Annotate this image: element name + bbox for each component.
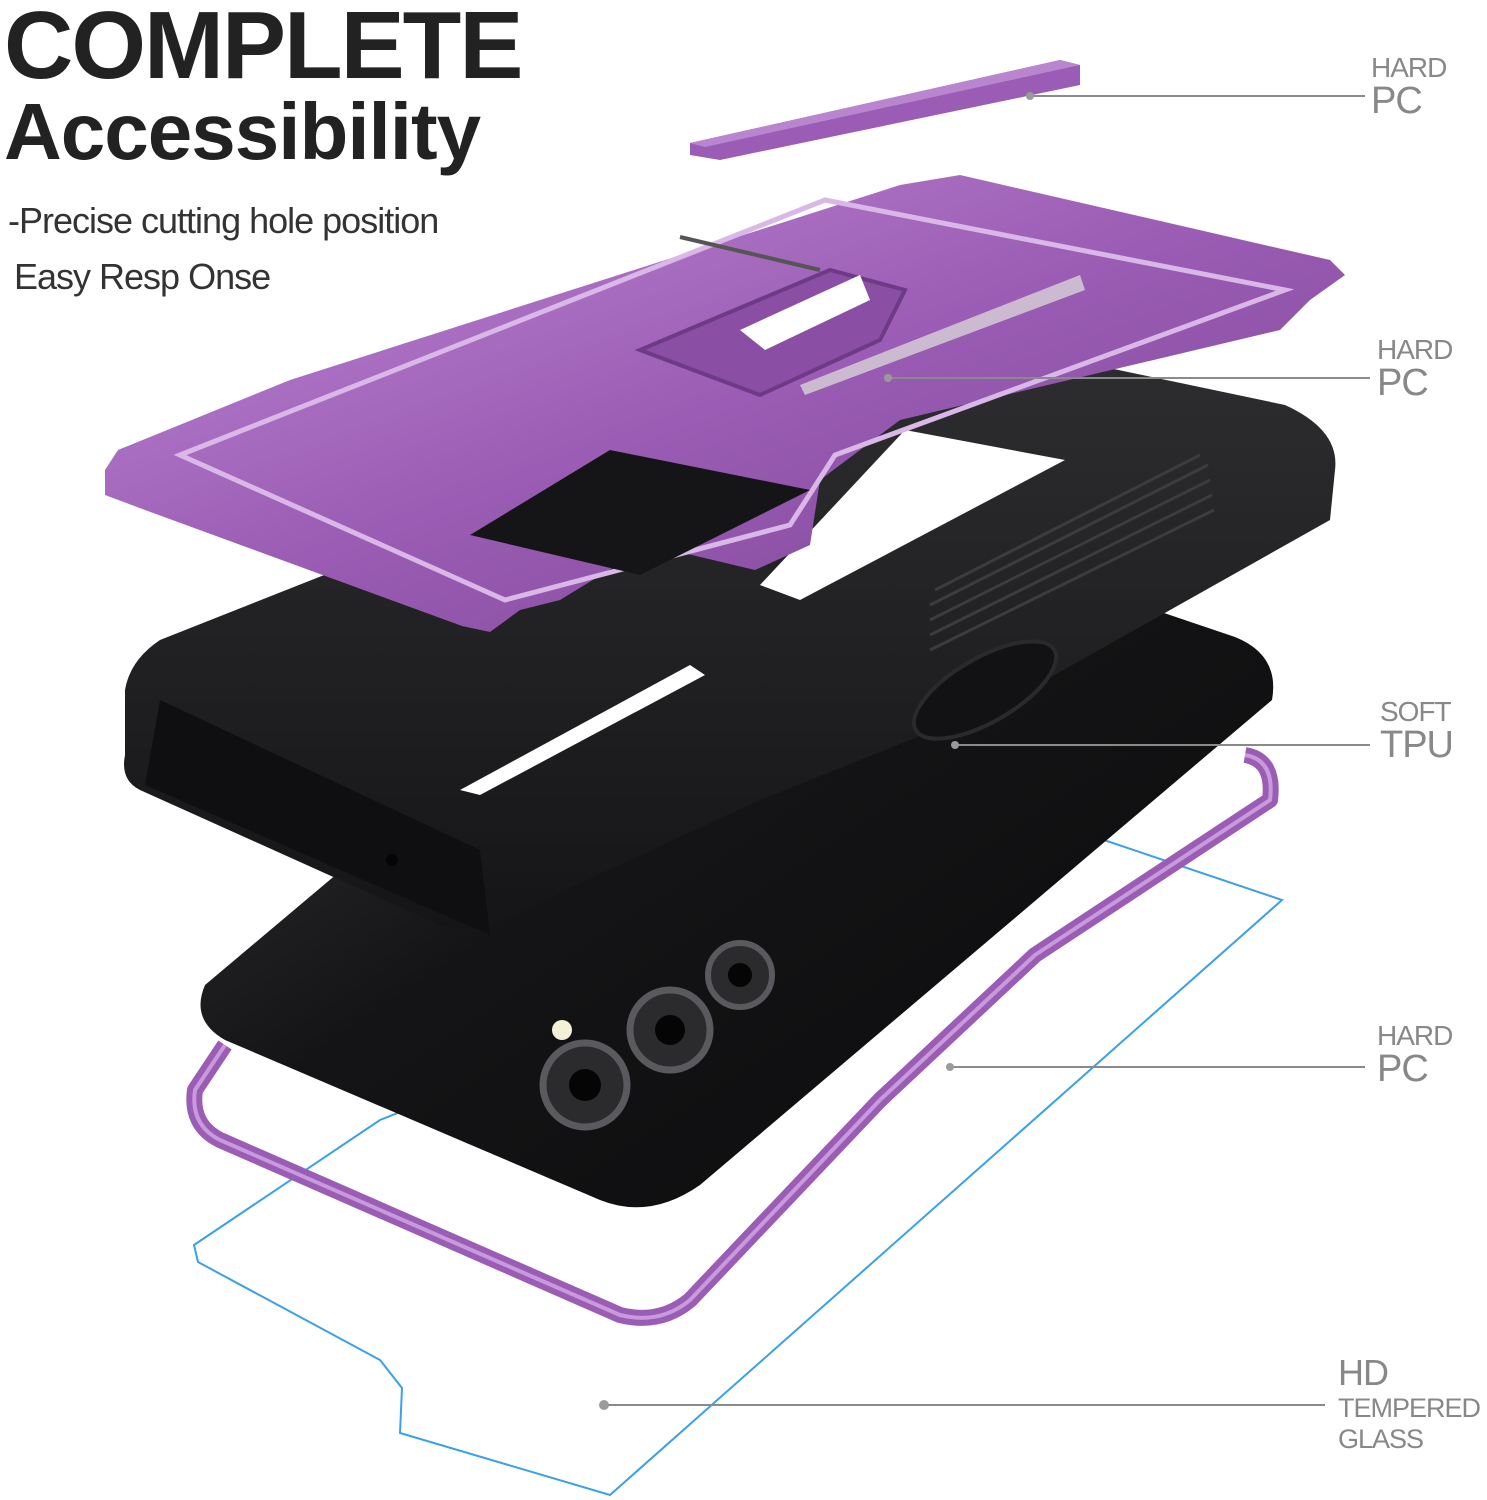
callout-label-bottom: PC [1377, 1048, 1429, 1090]
callout-label-bottom: TPU [1380, 724, 1454, 766]
headline-line-1: COMPLETE [4, 0, 523, 99]
hard-pc-shell [105, 175, 1345, 632]
callout-label-top: HARD [1371, 52, 1447, 83]
tpu-grip-texture [929, 453, 1215, 652]
subtitle-line-1: -Precise cutting hole position [8, 200, 439, 241]
headline-line-2: Accessibility [4, 87, 481, 176]
callout-label-middle: TEMPERED [1338, 1393, 1481, 1423]
subtitle-line-2: Easy Resp Onse [14, 256, 271, 297]
callout-hard-pc-bumper: HARD PC [1377, 1020, 1453, 1090]
callout-label-top: HARD [1377, 334, 1453, 365]
tpu-inner-case [124, 337, 1336, 929]
tempered-glass-outline [192, 836, 1284, 1497]
callout-hd-tempered-glass: HD TEMPERED GLASS [1338, 1352, 1481, 1454]
callout-hard-pc-shell: HARD PC [1377, 334, 1453, 404]
callout-hard-pc-kickstand: HARD PC [1371, 52, 1447, 122]
callout-label-bottom: PC [1377, 362, 1429, 404]
camera-lenses [539, 940, 775, 1131]
callout-soft-tpu: SOFT TPU [1380, 696, 1454, 766]
callout-label-top: SOFT [1380, 696, 1452, 727]
callout-label-top: HARD [1377, 1020, 1453, 1051]
callout-label-top: HD [1338, 1352, 1389, 1393]
callout-leaders [599, 92, 1370, 1410]
callout-label-bottom: PC [1371, 80, 1423, 122]
callout-label-bottom: GLASS [1338, 1424, 1424, 1454]
tpu-button-cutout [911, 639, 1059, 741]
